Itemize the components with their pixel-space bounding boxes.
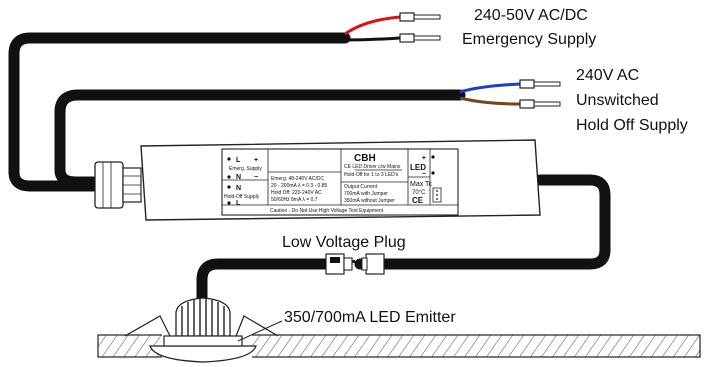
unswitched-supply-cable (54, 89, 466, 188)
led-driver: L + Emerg. Supply N − N Hold-Off Supply … (140, 139, 541, 221)
emergency-ferrule-top (399, 12, 441, 22)
caution-text: Caution - Do Not Use High Voltage Test E… (270, 208, 384, 214)
ce-mark: CE (412, 196, 424, 205)
low-voltage-plug-label: Low Voltage Plug (282, 234, 406, 251)
unswitched-ferrule-top (519, 79, 561, 89)
spec-line-1: Emerg. 48-240V AC/DC (271, 176, 324, 182)
led-minus: − (422, 171, 426, 178)
spec-line-3: Hold Off: 220-240V AC (271, 190, 322, 196)
emergency-black-wire (344, 36, 401, 42)
emitter-cable (196, 258, 340, 306)
emergency-supply-cable (8, 32, 351, 192)
terminal-l-top: L (236, 157, 241, 164)
emergency-ferrule-bottom (399, 33, 441, 43)
emergency-supply-label: Emergency Supply (462, 31, 596, 48)
led-terminal-label: LED (410, 163, 426, 172)
unswitched-brown-wire (459, 96, 521, 106)
emerg-supply-label: Emerg. Supply (229, 166, 262, 172)
output-line-1: 700mA with Jumper (344, 191, 388, 197)
driver-model: CBH (354, 153, 376, 164)
unswitched-label: Unswitched (576, 92, 659, 109)
hold-off-supply-label-main: Hold Off Supply (576, 117, 688, 134)
terminal-l-bottom: L (236, 200, 241, 207)
output-title: Output Current (344, 184, 378, 190)
unswitched-blue-wire (459, 82, 521, 94)
cable-gland (94, 161, 142, 209)
led-emitter (124, 297, 279, 363)
terminal-n-top: N (236, 174, 241, 181)
led-plus: + (422, 155, 426, 162)
max-temp-label: Max Tc (410, 181, 433, 188)
terminal-n-bottom: N (236, 185, 241, 192)
emergency-red-wire (344, 15, 401, 36)
emitter-leader-line (237, 320, 283, 342)
emergency-voltage-label: 240-50V AC/DC (474, 7, 588, 24)
driver-subtitle-2: Hold-Off for 1 to 3 LED's (344, 172, 399, 178)
hold-off-supply-label: Hold-Off Supply (224, 194, 260, 200)
driver-subtitle-1: CE LED Driver c/w Mains (344, 164, 401, 170)
led-emitter-label: 350/700mA LED Emitter (284, 309, 456, 326)
max-temp-value: 70°C (412, 190, 426, 196)
low-voltage-plug (325, 253, 385, 275)
emerg-plus: + (254, 157, 258, 164)
unswitched-ferrule-bottom (519, 99, 561, 109)
spec-line-4: 50/60Hz 8mA λ = 0.7 (271, 197, 318, 203)
output-line-2: 350mA without Jumper (344, 198, 395, 204)
led-output-cable (354, 174, 611, 270)
unswitched-voltage-label: 240V AC (576, 67, 639, 84)
spec-line-2: 20 - 200mA λ = 0.3 - 0.85 (271, 183, 328, 189)
emerg-minus: − (254, 174, 258, 181)
